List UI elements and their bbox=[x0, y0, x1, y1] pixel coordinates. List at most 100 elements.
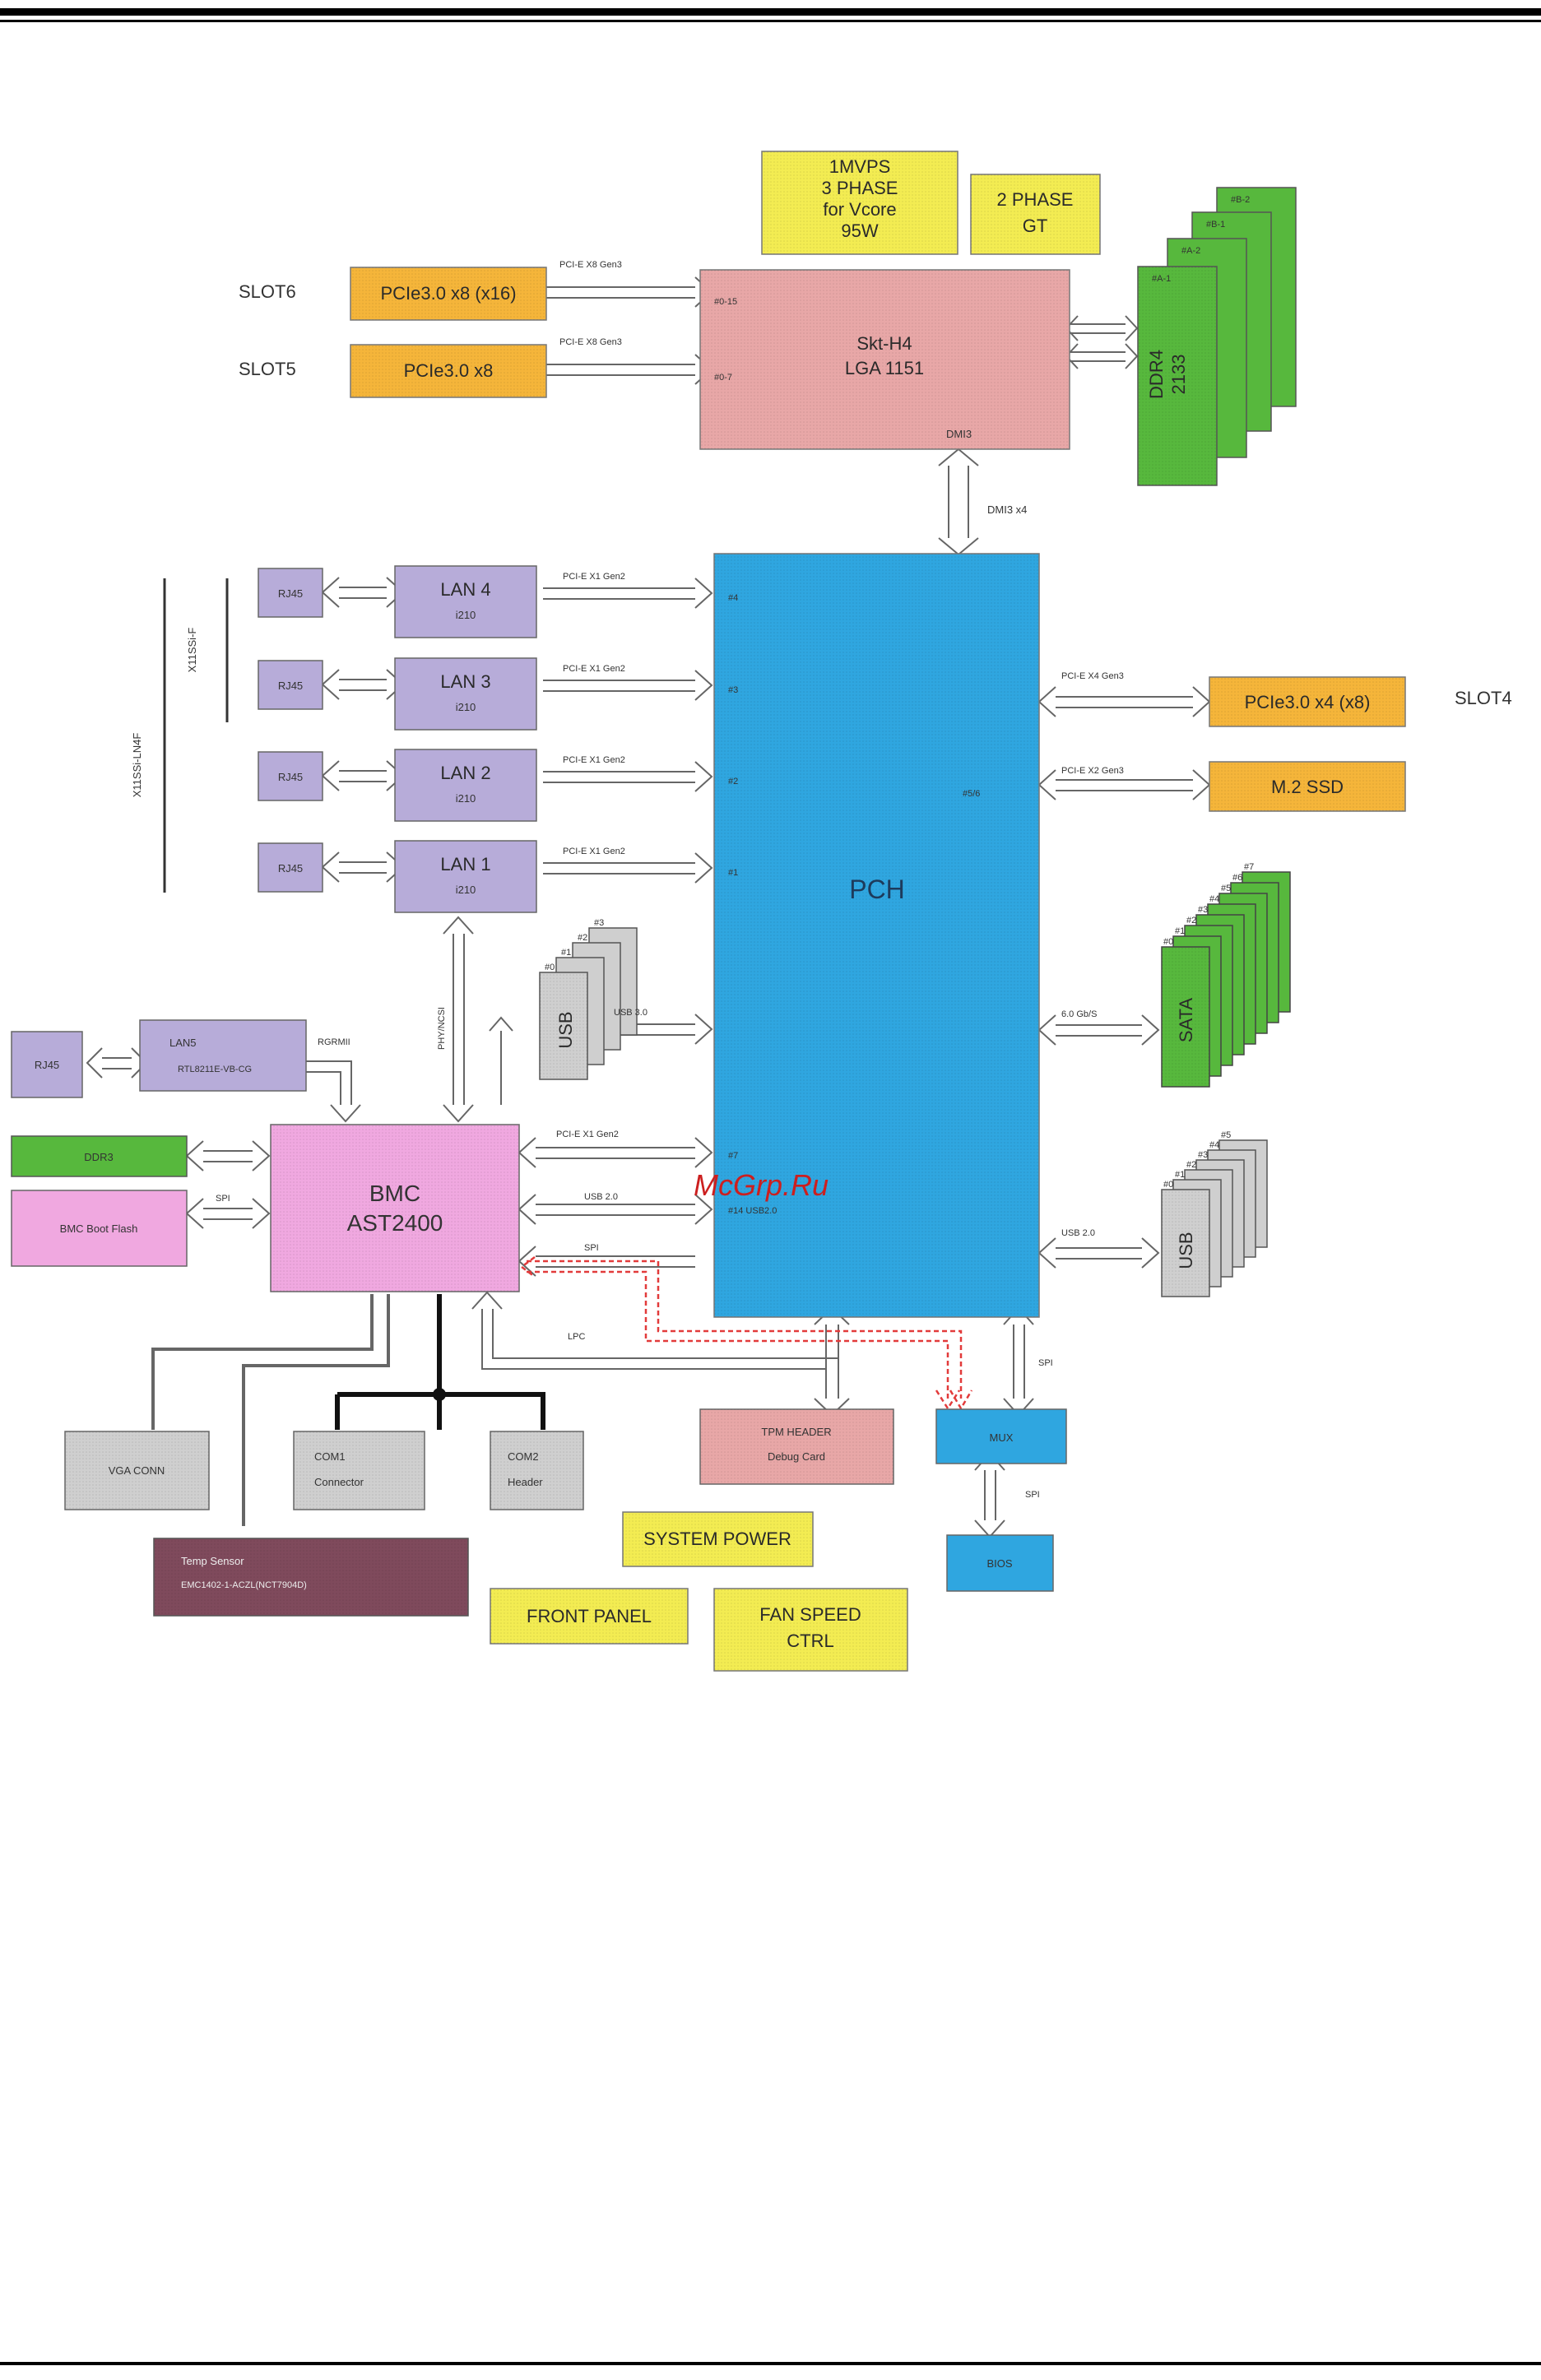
gt-line1: 2 PHASE bbox=[997, 189, 1074, 210]
dimm-b2-label: #B-2 bbox=[1231, 195, 1250, 205]
lan4-name: LAN 4 bbox=[440, 579, 490, 600]
lan2-rj: RJ45 bbox=[278, 771, 303, 783]
lan5-rj-text: RJ45 bbox=[35, 1059, 59, 1071]
sata-port-6: #6 bbox=[1232, 873, 1242, 883]
sata-port-5: #5 bbox=[1221, 884, 1231, 893]
link-lan5-bmc bbox=[306, 1060, 361, 1123]
vga-label: VGA CONN bbox=[109, 1464, 165, 1477]
spi-red-lines bbox=[519, 1256, 973, 1411]
link-pch-mux bbox=[1003, 1306, 1034, 1417]
pch-port-lan4: #4 bbox=[728, 593, 738, 603]
pch-port-lan3: #3 bbox=[728, 685, 738, 695]
link-pch-sata bbox=[1037, 1014, 1160, 1046]
link-dmi bbox=[938, 448, 979, 556]
temp-box: Temp Sensor EMC1402-1-ACZL(NCT7904D) bbox=[153, 1538, 469, 1617]
link-pch-usb-right bbox=[1037, 1237, 1160, 1269]
usb-left-label: USB bbox=[555, 1011, 576, 1048]
slot6-box-text: PCIe3.0 x8 (x16) bbox=[380, 283, 516, 304]
dimm-stack: #B-2 #B-1 #A-2 #A-1 DDR4 2133 bbox=[1137, 187, 1297, 486]
lan3-link: PCI-E X1 Gen2 bbox=[563, 664, 625, 674]
slot5-box-text: PCIe3.0 x8 bbox=[404, 360, 494, 381]
cpu-port-top: #0-15 bbox=[714, 297, 737, 307]
lan5-name: LAN5 bbox=[169, 1037, 197, 1049]
com1-line2: Connector bbox=[314, 1476, 364, 1488]
vga-box: VGA CONN bbox=[64, 1431, 210, 1510]
com2-line2: Header bbox=[508, 1476, 543, 1488]
ddr3-label: DDR3 bbox=[84, 1151, 113, 1163]
cpu-box: Skt-H4 LGA 1151 #0-15 #0-7 DMI3 bbox=[699, 269, 1070, 450]
link-lan1-bmc bbox=[443, 916, 474, 1123]
bios-link: SPI bbox=[1025, 1490, 1040, 1500]
lan-row-3: RJ45 LAN 3 i210 PCI-E X1 Gen2 bbox=[258, 657, 625, 731]
link-usbstack-bmc bbox=[489, 1016, 513, 1105]
m2-box: M.2 SSD bbox=[1209, 761, 1406, 812]
vr-box: 1MVPS 3 PHASE for Vcore 95W bbox=[761, 151, 958, 255]
fan-line1: FAN SPEED bbox=[759, 1604, 861, 1625]
lan3-chip: i210 bbox=[456, 701, 476, 713]
pch-port-lan2: #2 bbox=[728, 777, 738, 786]
mux-label: MUX bbox=[990, 1431, 1014, 1444]
slot4-box-text: PCIe3.0 x4 (x8) bbox=[1245, 692, 1371, 712]
front-panel-label: FRONT PANEL bbox=[527, 1606, 652, 1626]
lan1-rj: RJ45 bbox=[278, 862, 303, 875]
usb-right-port-5: #5 bbox=[1221, 1130, 1231, 1140]
usb-left-port-2: #2 bbox=[578, 933, 587, 943]
m2-link: PCI-E X2 Gen3 bbox=[1061, 766, 1124, 776]
dimm-a1: #A-1 DDR4 2133 bbox=[1137, 266, 1218, 486]
link-mux-bios bbox=[974, 1452, 1005, 1538]
bmc-box: BMC AST2400 bbox=[270, 1124, 520, 1292]
lan1-name: LAN 1 bbox=[440, 854, 490, 875]
usb-left-port-1: #1 bbox=[561, 948, 571, 958]
pch-box: PCH #4 #3 #2 #1 #5/6 #7 #14 USB2.0 bbox=[713, 553, 1040, 1318]
usb-left-port-0: #0 bbox=[545, 963, 555, 972]
bmc-line1: BMC bbox=[369, 1181, 420, 1206]
sata-port-2: #2 bbox=[1186, 916, 1196, 926]
lan5-link: RGRMII bbox=[318, 1037, 350, 1047]
lan1-link: PCI-E X1 Gen2 bbox=[563, 847, 625, 856]
bmc-link-spi: SPI bbox=[584, 1243, 599, 1253]
slot5-box: PCIe3.0 x8 bbox=[350, 344, 547, 398]
lan4-link: PCI-E X1 Gen2 bbox=[563, 572, 625, 582]
link-lan3-pch bbox=[543, 670, 713, 701]
lan4-chip: i210 bbox=[456, 609, 476, 621]
tpm-line2: Debug Card bbox=[768, 1450, 825, 1463]
cpu-title: Skt-H4 bbox=[856, 333, 912, 354]
lan5-box: LAN5 RTL8211E-VB-CG bbox=[139, 1019, 307, 1092]
ddr3-box: DDR3 bbox=[11, 1135, 188, 1177]
slot4-label: SLOT4 bbox=[1455, 688, 1512, 708]
usb-right-port-3: #3 bbox=[1198, 1150, 1208, 1160]
bottom-rule bbox=[0, 2362, 1541, 2365]
top-rule-thin bbox=[0, 20, 1541, 22]
com2-box: COM2 Header bbox=[490, 1431, 584, 1510]
cpu-dmi-label: DMI3 bbox=[946, 428, 972, 440]
lan-row-4: RJ45 LAN 4 i210 PCI-E X1 Gen2 bbox=[258, 565, 625, 638]
link-slot5-cpu bbox=[528, 354, 713, 385]
sata-port-4: #4 bbox=[1209, 894, 1219, 904]
pch-port-slot4: #5/6 bbox=[963, 789, 980, 799]
tpm-box: TPM HEADER Debug Card bbox=[699, 1408, 894, 1485]
lan2-name: LAN 2 bbox=[440, 763, 490, 783]
spi-arrow-b bbox=[519, 1256, 536, 1278]
link-lan4-pch bbox=[543, 578, 713, 609]
sata-label: SATA bbox=[1176, 998, 1196, 1043]
lan-row-2: RJ45 LAN 2 i210 PCI-E X1 Gen2 bbox=[258, 749, 625, 822]
sata-stack: #7 #6 #5 #4 #3 #2 #1 #0 SATA bbox=[1161, 862, 1291, 1088]
bmc-line2: AST2400 bbox=[347, 1210, 443, 1236]
lan2-link: PCI-E X1 Gen2 bbox=[563, 755, 625, 765]
bmc-link-usb: USB 2.0 bbox=[584, 1192, 618, 1202]
bmc-link-lan: PHY/NCSI bbox=[437, 1007, 447, 1050]
slot5-link-label: PCI-E X8 Gen3 bbox=[559, 337, 622, 347]
bmc-link-pcie: PCI-E X1 Gen2 bbox=[556, 1130, 619, 1139]
usb-right-label: USB bbox=[1176, 1232, 1196, 1269]
link-rj-lan5 bbox=[86, 1047, 148, 1079]
lan1-chip: i210 bbox=[456, 884, 476, 896]
link-bmc-pch-usb bbox=[518, 1194, 713, 1225]
slot6-label: SLOT6 bbox=[239, 281, 296, 302]
pch-port-bmc: #7 bbox=[728, 1151, 738, 1161]
link-usb-left-pch bbox=[587, 1014, 713, 1045]
slot6-box: PCIe3.0 x8 (x16) bbox=[350, 267, 547, 321]
sata-port-3: #3 bbox=[1198, 905, 1208, 915]
sata-port-7: #7 bbox=[1244, 862, 1254, 872]
board-label-a: X11SSi-F bbox=[186, 628, 198, 673]
